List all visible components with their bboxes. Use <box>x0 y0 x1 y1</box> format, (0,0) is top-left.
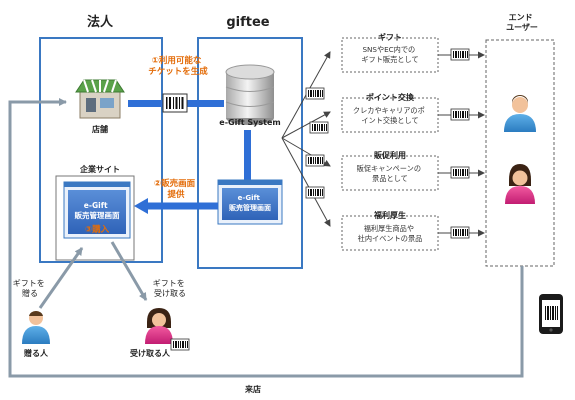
giftee-window-line2: 販売管理画面 <box>229 203 271 212</box>
step2-label: ②販売画面 提供 <box>154 178 198 200</box>
service-title: 販促利用 <box>374 150 406 160</box>
corporate-site-frame <box>55 175 135 261</box>
receiver-note: ギフトを 受け取る <box>153 279 188 298</box>
service-desc-line2: 景品として <box>372 174 408 183</box>
giftee-window-title: e-Gift 販売管理画面 <box>229 194 271 212</box>
user-barcode-icon-1 <box>450 48 470 61</box>
fan-to-point <box>281 111 331 139</box>
step1-line1: ①利用可能な <box>152 55 202 66</box>
fan-barcode-icon-3 <box>305 154 325 167</box>
service-desc: クレカやキャリアのポ イント交換として <box>353 106 427 125</box>
visit-label: 来店 <box>244 384 261 394</box>
end-user-header: エンド ユーザー <box>506 13 538 32</box>
service-desc-line1: クレカやキャリアのポ <box>353 106 425 115</box>
corporate-window-title: e-Gift 販売管理画面 <box>75 201 120 220</box>
service-box-promo: 販促利用 販促キャンペーンの 景品として <box>341 150 439 191</box>
receiver-note-line2: 受け取る <box>154 288 186 298</box>
receiver-person-icon <box>145 308 173 344</box>
visit-path <box>8 98 524 378</box>
giftee-admin-window <box>217 179 283 225</box>
step2-line1: ②販売画面 <box>154 178 196 189</box>
giver-to-site-arrow <box>38 247 84 309</box>
end-user-header-line2: ユーザー <box>506 23 538 32</box>
service-title: 福利厚生 <box>373 210 406 220</box>
site-to-receiver-arrow <box>110 241 148 301</box>
user-barcode-icon-4 <box>450 226 470 239</box>
corporate-window-line2: 販売管理画面 <box>75 210 120 220</box>
giver-label: 贈る人 <box>24 348 49 358</box>
smartphone-icon <box>539 294 563 334</box>
end-user-female-icon <box>505 164 535 204</box>
corporation-header: 法人 <box>87 14 114 30</box>
user-barcode-icon-3 <box>450 166 470 179</box>
corporate-admin-window <box>63 181 131 239</box>
purchase-step-label: ③購入 <box>85 224 110 235</box>
fan-barcode-icon-4 <box>305 186 325 199</box>
end-user-male-icon <box>504 95 536 132</box>
giver-note: ギフトを 贈る <box>13 279 48 298</box>
system-label: e-Gift System <box>219 118 280 127</box>
service-desc: SNSやEC内での ギフト販売として <box>361 45 418 64</box>
service-desc-line2: 社内イベントの景品 <box>358 234 423 243</box>
end-user-frame <box>485 39 555 267</box>
service-desc-line1: SNSやEC内での <box>362 45 415 54</box>
user-barcode-icon-2 <box>450 108 470 121</box>
corporate-site-label: 企業サイト <box>79 164 120 174</box>
fan-barcode-icon-2 <box>309 121 329 134</box>
service-desc: 販促キャンペーンの 景品として <box>357 164 424 183</box>
store-label: 店舗 <box>92 124 108 134</box>
fan-to-welfare <box>281 137 331 227</box>
giver-note-line2: 贈る <box>22 288 38 298</box>
system-down-connector <box>244 130 251 180</box>
service-box-point: ポイント交換 クレカやキャリアのポ イント交換として <box>341 92 439 133</box>
giver-note-line1: ギフトを <box>13 279 45 288</box>
giver-person-icon <box>22 310 50 344</box>
fan-barcode-icon-1 <box>305 87 325 100</box>
corporation-frame <box>39 37 163 263</box>
service-title: ギフト <box>378 32 402 42</box>
step2-line2: 提供 <box>167 189 185 200</box>
end-user-header-line1: エンド <box>509 13 533 22</box>
database-icon <box>225 64 275 125</box>
receiver-label: 受け取る人 <box>130 348 171 358</box>
corporate-window-line1: e-Gift <box>84 201 108 210</box>
store-icon <box>75 79 125 119</box>
service-desc-line2: イント交換として <box>361 116 418 125</box>
giftee-frame <box>197 37 303 269</box>
service-desc-line1: 販促キャンペーンの <box>357 164 421 173</box>
giftee-header: giftee <box>226 15 269 30</box>
ticket-barcode-icon <box>162 93 188 113</box>
receiver-barcode-icon <box>170 338 190 351</box>
service-desc-line1: 福利厚生商品や <box>364 224 414 233</box>
service-box-welfare: 福利厚生 福利厚生商品や 社内イベントの景品 <box>341 210 439 251</box>
service-box-gift: ギフト SNSやEC内での ギフト販売として <box>341 32 439 73</box>
receiver-note-line1: ギフトを <box>153 279 185 288</box>
service-title: ポイント交換 <box>366 92 415 102</box>
service-desc-line2: ギフト販売として <box>361 55 418 64</box>
step1-label: ①利用可能な チケットを生成 <box>148 55 208 77</box>
step1-line2: チケットを生成 <box>148 66 208 77</box>
service-desc: 福利厚生商品や 社内イベントの景品 <box>358 224 423 243</box>
giftee-window-line1: e-Gift <box>238 194 261 202</box>
